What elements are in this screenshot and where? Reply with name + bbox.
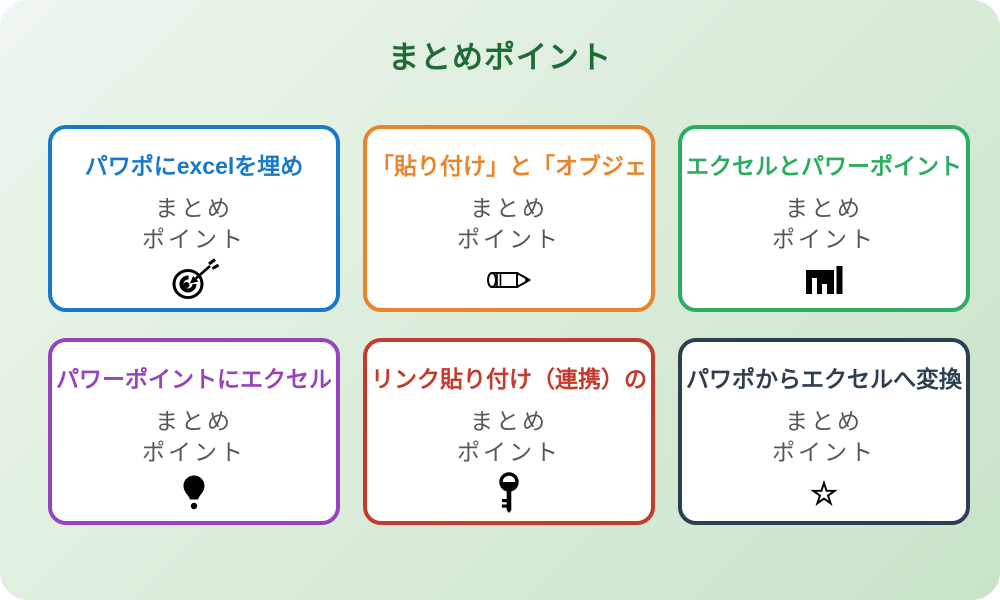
card-subtitle-line2: ポイント xyxy=(457,439,561,465)
card-title: パワポからエクセルへ変換 xyxy=(686,366,962,392)
card-ppt-to-excel[interactable]: パワポからエクセルへ変換 まとめ ポイント xyxy=(678,338,970,525)
card-subtitle-line2: ポイント xyxy=(772,439,876,465)
card-paste-and-object[interactable]: 「貼り付け」と「オブジェ まとめ ポイント xyxy=(363,125,655,312)
card-title: リンク貼り付け（連携）の xyxy=(371,366,647,392)
card-subtitle-line2: ポイント xyxy=(142,226,246,252)
card-subtitle-line2: ポイント xyxy=(142,439,246,465)
cards-grid: パワポにexcelを埋め まとめ ポイント 「貼り付け」と「オブジェ まとめ ポ… xyxy=(48,125,970,525)
card-title: パワーポイントにエクセル xyxy=(56,366,332,392)
card-excel-and-powerpoint[interactable]: エクセルとパワーポイント まとめ ポイント xyxy=(678,125,970,312)
card-subtitle-line2: ポイント xyxy=(457,226,561,252)
card-link-paste[interactable]: リンク貼り付け（連携）の まとめ ポイント xyxy=(363,338,655,525)
pencil-icon xyxy=(367,255,651,305)
bar-chart-icon xyxy=(682,255,966,305)
card-subtitle-line1: まとめ xyxy=(155,195,233,221)
card-subtitle-line1: まとめ xyxy=(470,195,548,221)
lightbulb-icon xyxy=(52,468,336,518)
card-excel-into-powerpoint[interactable]: パワーポイントにエクセル まとめ ポイント xyxy=(48,338,340,525)
card-subtitle-line2: ポイント xyxy=(772,226,876,252)
dart-target-icon xyxy=(52,255,336,305)
key-icon xyxy=(367,468,651,518)
card-subtitle-line1: まとめ xyxy=(785,195,863,221)
card-title: パワポにexcelを埋め xyxy=(84,153,304,179)
card-embed-excel-in-ppt[interactable]: パワポにexcelを埋め まとめ ポイント xyxy=(48,125,340,312)
card-subtitle-line1: まとめ xyxy=(785,408,863,434)
card-title: エクセルとパワーポイント xyxy=(686,153,962,179)
card-title: 「貼り付け」と「オブジェ xyxy=(371,153,647,179)
page-title: まとめポイント xyxy=(388,40,612,75)
star-icon xyxy=(682,468,966,518)
card-subtitle-line1: まとめ xyxy=(155,408,233,434)
card-subtitle-line1: まとめ xyxy=(470,408,548,434)
